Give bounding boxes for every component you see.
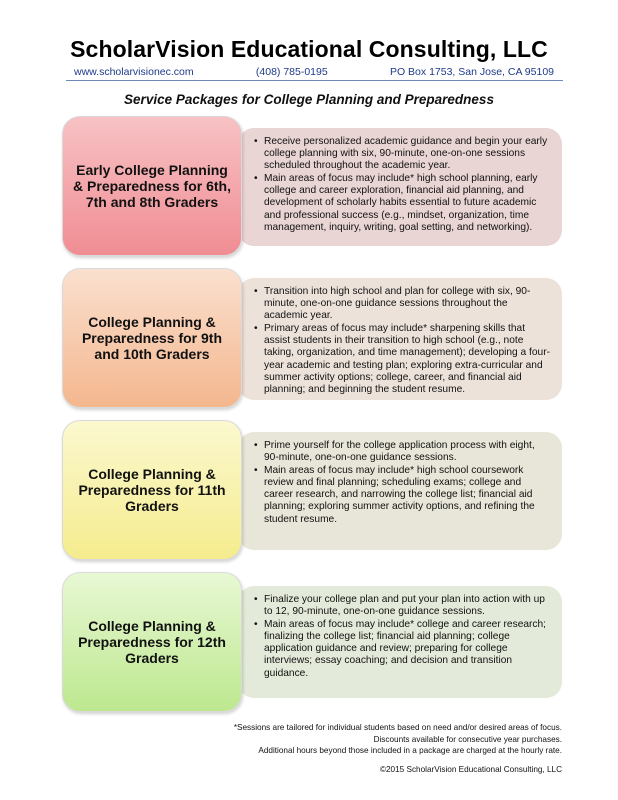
package-early-college: Receive personalized academic guidance a… xyxy=(62,116,562,256)
bullet-item: Transition into high school and plan for… xyxy=(254,286,552,322)
bullet-item: Receive personalized academic guidance a… xyxy=(254,136,552,172)
package-description: Receive personalized academic guidance a… xyxy=(238,128,562,246)
bullet-item: Finalize your college plan and put your … xyxy=(254,594,552,618)
address-text: PO Box 1753, San Jose, CA 95109 xyxy=(389,66,554,78)
package-description: Prime yourself for the college applicati… xyxy=(238,432,562,550)
package-title-box: College Planning & Preparedness for 11th… xyxy=(62,420,242,560)
footer-notes: *Sessions are tailored for individual st… xyxy=(234,722,562,775)
footer-note-hours: Additional hours beyond those included i… xyxy=(258,746,562,755)
phone-text: (408) 785-0195 xyxy=(255,66,328,78)
bullet-item: Prime yourself for the college applicati… xyxy=(254,440,552,464)
bullet-item: Main areas of focus may include* high sc… xyxy=(254,173,552,233)
company-name: ScholarVision Educational Consulting, LL… xyxy=(70,36,548,62)
package-description: Finalize your college plan and put your … xyxy=(238,586,562,698)
package-description: Transition into high school and plan for… xyxy=(238,278,562,400)
header-rule xyxy=(66,80,563,81)
package-title: Early College Planning & Preparedness fo… xyxy=(73,162,231,210)
package-11th: Prime yourself for the college applicati… xyxy=(62,420,562,560)
package-title-box: College Planning & Preparedness for 12th… xyxy=(62,572,242,712)
bullet-item: Main areas of focus may include* college… xyxy=(254,619,552,679)
document-header: ScholarVision Educational Consulting, LL… xyxy=(0,36,618,63)
package-9th-10th: Transition into high school and plan for… xyxy=(62,268,562,408)
bullet-item: Main areas of focus may include* high sc… xyxy=(254,465,552,525)
footer-note-discounts: Discounts available for consecutive year… xyxy=(373,734,562,744)
package-title: College Planning & Preparedness for 12th… xyxy=(78,618,226,666)
package-title-box: College Planning & Preparedness for 9th … xyxy=(62,268,242,408)
page-subtitle: Service Packages for College Planning an… xyxy=(124,92,494,107)
copyright-text: ©2015 ScholarVision Educational Consulti… xyxy=(379,764,562,774)
package-12th: Finalize your college plan and put your … xyxy=(62,572,562,712)
footer-note-sessions: *Sessions are tailored for individual st… xyxy=(233,723,562,732)
package-title-box: Early College Planning & Preparedness fo… xyxy=(62,116,242,256)
contact-line: www.scholarvisionec.com (408) 785-0195 P… xyxy=(74,66,554,78)
bullet-item: Primary areas of focus may include* shar… xyxy=(254,323,552,396)
package-title: College Planning & Preparedness for 11th… xyxy=(78,466,226,514)
package-title: College Planning & Preparedness for 9th … xyxy=(81,314,223,362)
website-text: www.scholarvisionec.com xyxy=(74,66,194,78)
